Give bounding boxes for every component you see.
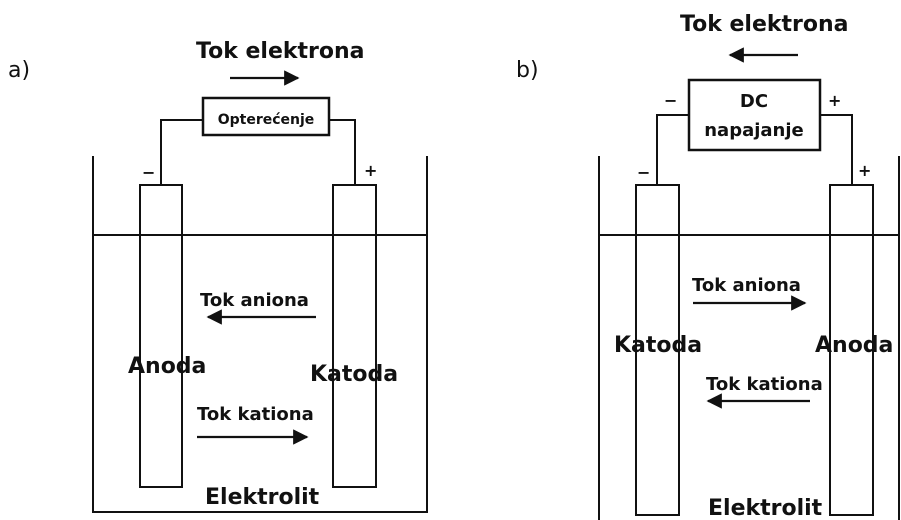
panel-b-anode-label: Anoda <box>815 333 893 358</box>
panel-a-load-label: Opterećenje <box>218 112 315 128</box>
panel-b-electron-flow-label: Tok elektrona <box>680 12 849 37</box>
panel-a-anode-electrode <box>139 184 183 488</box>
panel-a-left-wire <box>160 119 203 185</box>
panel-a-minus-sign: − <box>142 163 155 182</box>
panel-b-dc-supply-label-line2: napajanje <box>704 120 804 141</box>
panel-b-cation-flow-label: Tok kationa <box>706 374 823 395</box>
panel-a-electrolyte-label: Elektrolit <box>205 485 320 510</box>
panel-a-beaker <box>92 156 428 513</box>
panel-b-left-wire <box>656 114 689 185</box>
panel-a-right-wire <box>329 119 356 185</box>
panel-a-cathode-label: Katoda <box>310 362 398 387</box>
panel-a-label: a) <box>8 58 30 83</box>
panel-a: a) Tok elektrona Opterećenje − + Tok ani… <box>8 39 428 513</box>
panel-a-plus-sign: + <box>364 161 377 180</box>
panel-b-label: b) <box>516 58 539 83</box>
panel-b-dc-supply-box <box>687 78 822 152</box>
panel-a-electron-flow-label: Tok elektrona <box>196 39 365 64</box>
panel-b-right-wire <box>820 114 853 185</box>
panel-b-supply-minus-sign: − <box>664 91 677 110</box>
panel-b-plus-sign: + <box>858 161 871 180</box>
panel-b-dc-supply-label-line1: DC <box>740 91 768 112</box>
panel-b-electrolyte-label: Elektrolit <box>708 496 823 520</box>
panel-b-anion-flow-label: Tok aniona <box>692 275 801 296</box>
panel-b-supply-plus-sign: + <box>828 91 841 110</box>
panel-b-minus-sign: − <box>637 163 650 182</box>
panel-a-load-box <box>201 96 331 137</box>
panel-a-cathode-electrode <box>332 184 377 488</box>
panel-a-anion-flow-label: Tok aniona <box>200 290 309 311</box>
panel-b-cathode-label: Katoda <box>614 333 702 358</box>
panel-b: b) Tok elektrona DC napajanje − + − + To… <box>516 12 900 520</box>
panel-a-anode-label: Anoda <box>128 354 206 379</box>
panel-a-cation-flow-label: Tok kationa <box>197 404 314 425</box>
